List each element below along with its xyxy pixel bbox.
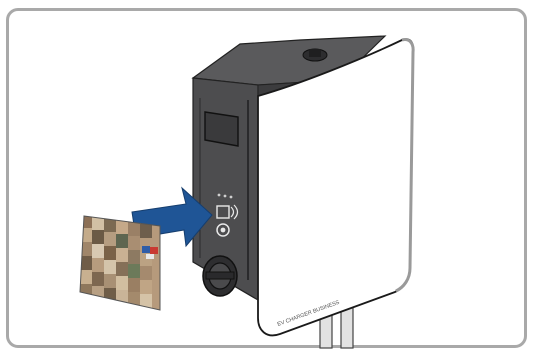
status-led	[230, 196, 233, 199]
charging-socket-icon	[203, 256, 237, 296]
rfid-card	[76, 210, 166, 315]
status-led	[224, 195, 227, 198]
status-led	[218, 194, 221, 197]
